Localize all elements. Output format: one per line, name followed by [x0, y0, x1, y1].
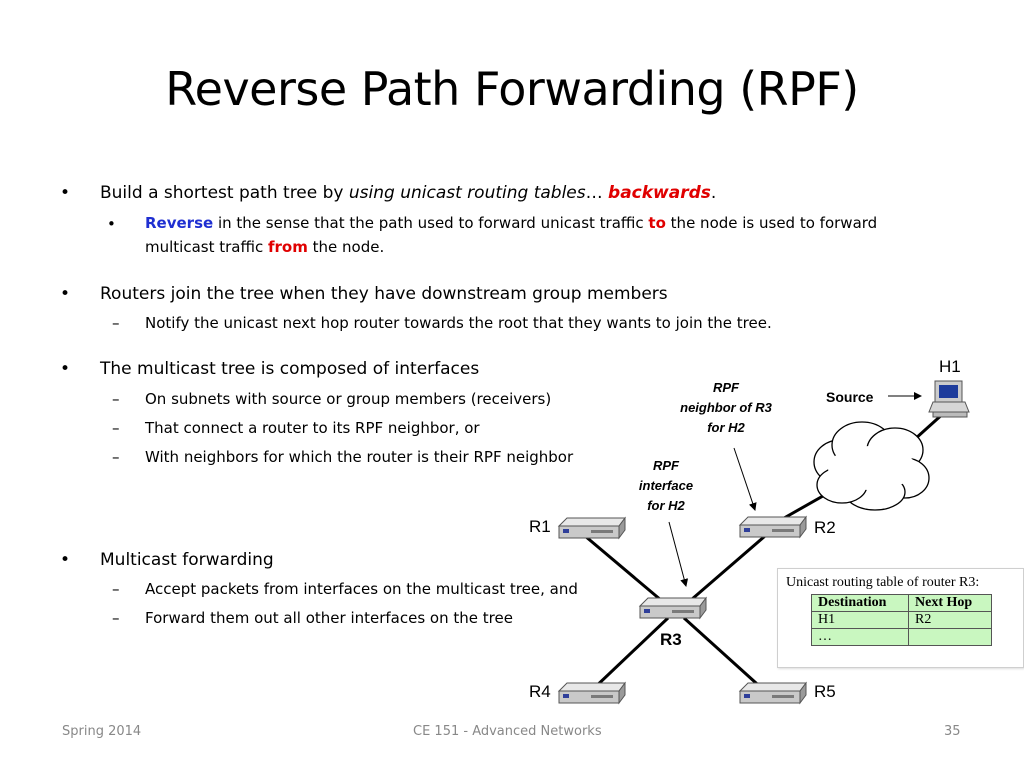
footer-date: Spring 2014 [62, 724, 142, 739]
sub-bullet-text: the node is used to forward [665, 214, 878, 232]
sub-bullet-text: the node. [307, 238, 385, 256]
rpf-neighbor-label-line3: for H2 [707, 420, 745, 435]
table-cell [908, 628, 992, 646]
sub-bullet-reverse-line2: multicast traffic from the node. [145, 238, 384, 256]
router-label-r2: R2 [814, 518, 836, 537]
bullet-marker: • [60, 183, 71, 203]
table-row: … [811, 628, 992, 646]
bullet-shortest-path-tree: Build a shortest path tree by using unic… [100, 183, 716, 203]
emphasis-from: from [268, 238, 308, 256]
router-label-r3: R3 [660, 630, 682, 649]
host-label-h1: H1 [939, 357, 961, 376]
source-label: Source [826, 389, 874, 405]
sub-bullet-forward: Forward them out all other interfaces on… [145, 609, 513, 627]
rpf-interface-label-line1: RPF [653, 458, 680, 473]
bullet-multicast-tree: The multicast tree is composed of interf… [100, 359, 480, 379]
bullet-marker: • [60, 550, 71, 570]
bullet-italic-text: using unicast routing tables [348, 183, 586, 203]
emphasis-reverse: Reverse [145, 214, 214, 232]
sub-bullet-neighbors: With neighbors for which the router is t… [145, 448, 574, 466]
router-r3 [639, 597, 707, 619]
router-r2 [739, 516, 807, 538]
slide-title: Reverse Path Forwarding (RPF) [165, 62, 859, 116]
bullet-text: Build a shortest path tree by [100, 183, 349, 203]
emphasis-to: to [648, 214, 666, 232]
link-r1-r3 [584, 534, 669, 608]
table-cell: … [811, 628, 909, 646]
sub-bullet-reverse-line1: Reverse in the sense that the path used … [145, 214, 877, 232]
header-next-hop: Next Hop [908, 594, 992, 612]
sub-bullet-dash: – [112, 448, 120, 466]
rpf-neighbor-label-line2: neighbor of R3 [680, 400, 772, 415]
link-r3-r5 [682, 616, 768, 694]
routing-table: Destination Next Hop H1 R2 … [811, 594, 992, 646]
bullet-multicast-forwarding: Multicast forwarding [100, 550, 274, 570]
rpf-neighbor-label-line1: RPF [713, 380, 740, 395]
routing-table-panel: Unicast routing table of router R3: Dest… [777, 568, 1024, 668]
table-cell: H1 [811, 611, 909, 629]
link-r3-r4 [588, 616, 670, 694]
sub-bullet-marker: • [107, 215, 116, 233]
bullet-routers-join: Routers join the tree when they have dow… [100, 284, 668, 304]
bullet-ellipsis: … [585, 183, 609, 203]
router-r4 [558, 682, 626, 704]
bullet-period: . [710, 183, 717, 203]
router-r1 [558, 517, 626, 539]
sub-bullet-dash: – [112, 580, 120, 598]
sub-bullet-dash: – [112, 314, 120, 332]
header-destination: Destination [811, 594, 909, 612]
sub-bullet-dash: – [112, 390, 120, 408]
table-header-row: Destination Next Hop [811, 594, 992, 612]
sub-bullet-dash: – [112, 609, 120, 627]
host-computer-icon [928, 380, 970, 418]
table-row: H1 R2 [811, 611, 992, 629]
arrow-rpf-neighbor [733, 447, 757, 511]
sub-bullet-text: in the sense that the path used to forwa… [213, 214, 649, 232]
bullet-marker: • [60, 359, 71, 379]
sub-bullet-connect: That connect a router to its RPF neighbo… [145, 419, 480, 437]
sub-bullet-text: multicast traffic [145, 238, 268, 256]
router-label-r1: R1 [529, 517, 551, 536]
emphasis-backwards: backwards [608, 183, 711, 203]
bullet-marker: • [60, 284, 71, 304]
table-cell: R2 [908, 611, 992, 629]
link-r2-r3 [683, 534, 766, 608]
rpf-interface-label-line3: for H2 [647, 498, 685, 513]
sub-bullet-dash: – [112, 419, 120, 437]
router-label-r5: R5 [814, 682, 836, 701]
router-label-r4: R4 [529, 682, 551, 701]
footer-course: CE 151 - Advanced Networks [413, 724, 602, 739]
sub-bullet-notify: Notify the unicast next hop router towar… [145, 314, 772, 332]
sub-bullet-subnets: On subnets with source or group members … [145, 390, 552, 408]
footer-page-number: 35 [944, 724, 961, 739]
routing-table-caption: Unicast routing table of router R3: [786, 575, 980, 590]
sub-bullet-accept: Accept packets from interfaces on the mu… [145, 580, 578, 598]
arrow-rpf-interface [668, 521, 689, 587]
router-r5 [739, 682, 807, 704]
rpf-interface-label-line2: interface [639, 478, 693, 493]
